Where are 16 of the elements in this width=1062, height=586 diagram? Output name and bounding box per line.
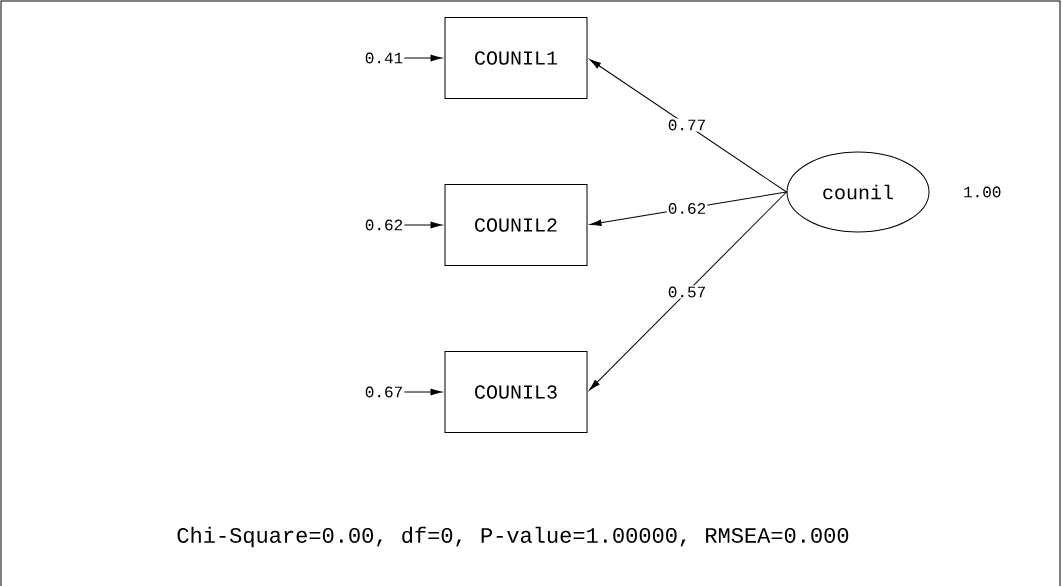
observed-variable-box: COUNIL1 xyxy=(444,17,588,99)
observed-variable-box: COUNIL2 xyxy=(444,184,588,266)
variance-label: 1.00 xyxy=(964,186,1001,198)
edge-label: 0.77 xyxy=(666,118,708,132)
error-variance-label: 0.62 xyxy=(365,219,403,231)
edge-label: 0.62 xyxy=(666,202,708,215)
arrow xyxy=(589,191,787,391)
error-variance-label: 0.41 xyxy=(365,52,403,64)
fit-statistics: Chi-Square=0.00, df=0, P-value=1.00000, RMSEA=0.000 xyxy=(177,526,849,548)
arrow xyxy=(403,388,442,396)
arrow xyxy=(589,59,787,193)
edge-label: 0.57 xyxy=(666,285,708,299)
arrow xyxy=(403,221,442,229)
error-variance-label: 0.67 xyxy=(365,386,402,398)
arrow xyxy=(403,54,442,62)
observed-variable-box: COUNIL3 xyxy=(444,351,588,433)
